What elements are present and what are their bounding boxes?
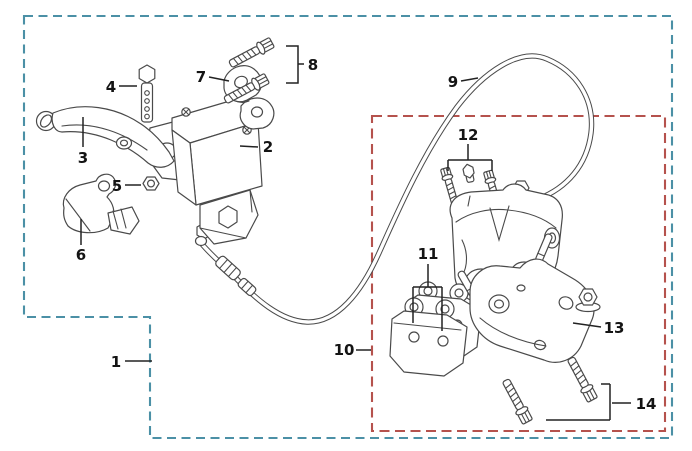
brake-pad-front [389, 297, 468, 377]
callout-4: 4 [106, 78, 116, 96]
master-cylinder [145, 97, 263, 245]
leader-2 [239, 145, 259, 148]
bracket-bolt-right [564, 354, 600, 404]
callout-8: 8 [308, 56, 318, 74]
leader-9 [460, 77, 479, 82]
leader-12 [447, 144, 493, 171]
bracket-bolt-left [499, 376, 535, 426]
callout-5: 5 [112, 177, 122, 195]
leader-14 [546, 383, 631, 421]
leader-11 [412, 264, 443, 331]
hose-sleeve-2 [237, 277, 257, 297]
leader-7 [208, 76, 230, 82]
callout-1: 1 [111, 353, 121, 371]
bleed-valve [462, 163, 475, 183]
caliper-subgroup-box [370, 114, 667, 433]
leader-8 [286, 45, 304, 84]
caliper-bracket [457, 233, 601, 363]
lever-pivot-bolt [138, 64, 156, 123]
clamp-bolt-upper [226, 35, 276, 71]
brake-lever [35, 106, 175, 168]
lever-guard [62, 173, 140, 235]
callout-12: 12 [458, 126, 479, 144]
callout-7: 7 [196, 68, 206, 86]
hose-sleeve-1 [215, 255, 241, 281]
callout-13: 13 [604, 319, 625, 337]
callout-10: 10 [334, 341, 355, 359]
callout-14: 14 [636, 395, 657, 413]
callout-9: 9 [448, 73, 458, 91]
callout-6: 6 [76, 246, 86, 264]
locknut [142, 176, 160, 191]
callout-11: 11 [418, 245, 439, 263]
callout-2: 2 [263, 138, 273, 156]
leader-13 [572, 322, 602, 328]
callout-3: 3 [78, 149, 88, 167]
brake-pads [389, 281, 482, 377]
